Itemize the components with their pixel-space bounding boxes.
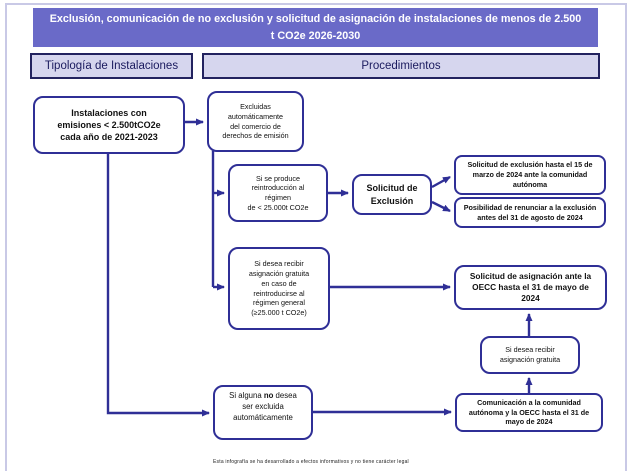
node-no-desea-bold: no [263,391,274,401]
node-reintroduccion-label: Si se produce reintroducción al régimen … [247,173,309,212]
node-instalaciones-label: Instalaciones con emisiones < 2.500tCO2e… [57,107,161,143]
node-no-desea-pre: Si alguna [229,391,264,401]
node-solicitud-marzo: Solicitud de exclusión hasta el 15 de ma… [454,155,606,195]
node-solicitud-exclusion-label: Solicitud de Exclusión [366,183,418,206]
arrow-instalaciones-to-nodesea [106,154,210,417]
node-excluidas: Excluidas automáticamente del comercio d… [207,91,304,152]
node-no-desea-post: desea [273,391,297,401]
column-header-tipologia: Tipología de Instalaciones [30,53,193,79]
column-header-tipologia-label: Tipología de Instalaciones [44,60,179,72]
node-solicitud-marzo-label: Solicitud de exclusión hasta el 15 de ma… [467,160,593,189]
disclaimer-text: Esta infografía se ha desarrollado a efe… [213,459,409,465]
node-comunicacion: Comunicación a la comunidad autónoma y l… [455,393,603,432]
page-title: Exclusión, comunicación de no exclusión … [33,8,598,47]
arrow-solicitud-to-renuncia [431,200,451,213]
node-solicitud-oecc-label: Solicitud de asignación ante la OECC has… [469,270,592,304]
node-solicitud-oecc: Solicitud de asignación ante la OECC has… [454,265,607,310]
node-no-desea-rest: ser excluida automáticamente [233,401,293,422]
node-renuncia-label: Posibilidad de renunciar a la exclusión … [463,202,597,222]
column-header-procedimientos: Procedimientos [202,53,600,79]
arrow-solicitud-to-marzo [431,175,451,189]
column-header-procedimientos-label: Procedimientos [361,60,441,72]
node-comunicacion-label: Comunicación a la comunidad autónoma y l… [468,397,590,427]
page-title-text: Exclusión, comunicación de no exclusión … [49,13,582,42]
node-no-desea-label: Si alguna no desea ser excluida automáti… [229,391,297,433]
node-no-desea: Si alguna no desea ser excluida automáti… [213,385,313,440]
node-instalaciones: Instalaciones con emisiones < 2.500tCO2e… [33,96,185,154]
node-si-desea-gratuita-label: Si desea recibir asignación gratuita [499,345,561,364]
node-excluidas-label: Excluidas automáticamente del comercio d… [222,102,289,141]
node-asignacion-reintroducirse-label: Si desea recibir asignación gratuita en … [248,259,310,317]
node-solicitud-exclusion: Solicitud de Exclusión [352,174,432,215]
node-renuncia: Posibilidad de renunciar a la exclusión … [454,197,606,228]
node-reintroduccion: Si se produce reintroducción al régimen … [228,164,328,222]
node-asignacion-reintroducirse: Si desea recibir asignación gratuita en … [228,247,330,330]
node-si-desea-gratuita: Si desea recibir asignación gratuita [480,336,580,374]
